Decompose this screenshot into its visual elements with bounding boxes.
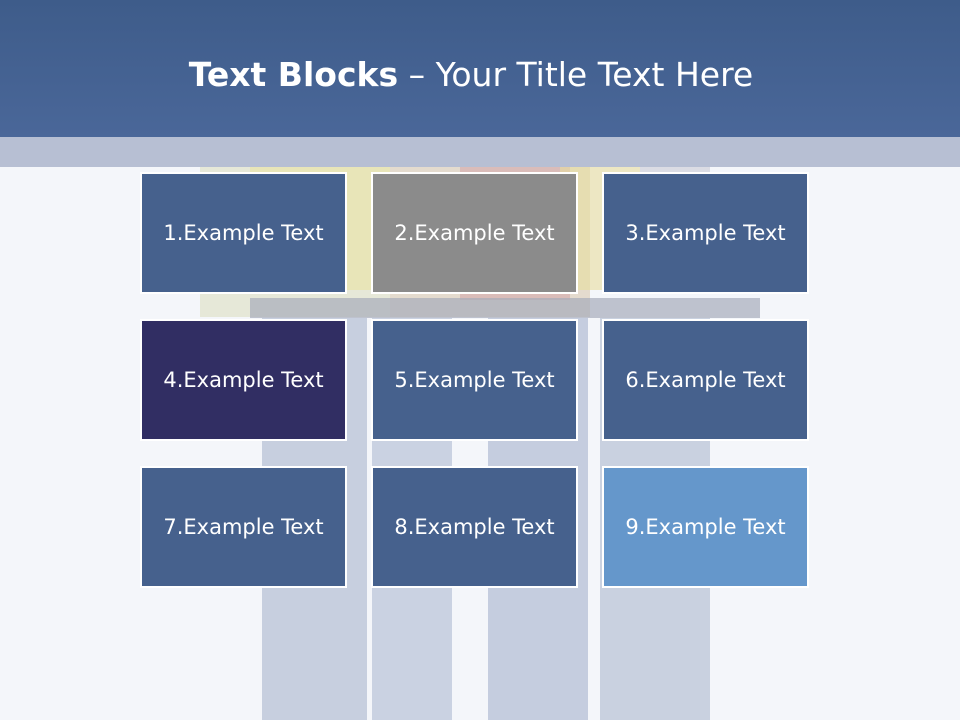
text-block-label: 1.Example Text: [163, 221, 324, 245]
text-block-9: 9.Example Text: [602, 466, 809, 588]
text-block-label: 7.Example Text: [163, 515, 324, 539]
text-block-label: 3.Example Text: [625, 221, 786, 245]
text-block-5: 5.Example Text: [371, 319, 578, 441]
text-block-1: 1.Example Text: [140, 172, 347, 294]
title-bar-strip: [0, 137, 960, 167]
text-block-label: 9.Example Text: [625, 515, 786, 539]
text-block-label: 4.Example Text: [163, 368, 324, 392]
text-block-6: 6.Example Text: [602, 319, 809, 441]
text-block-7: 7.Example Text: [140, 466, 347, 588]
text-block-label: 2.Example Text: [394, 221, 555, 245]
text-block-4: 4.Example Text: [140, 319, 347, 441]
text-block-3: 3.Example Text: [602, 172, 809, 294]
title-rest: Your Title Text Here: [435, 55, 754, 94]
text-block-2: 2.Example Text: [371, 172, 578, 294]
title-bold: Text Blocks: [188, 55, 399, 94]
title-dash: –: [398, 55, 436, 94]
slide-title: Text Blocks – Your Title Text Here: [0, 52, 942, 98]
text-block-8: 8.Example Text: [371, 466, 578, 588]
text-block-label: 6.Example Text: [625, 368, 786, 392]
text-block-label: 8.Example Text: [394, 515, 555, 539]
title-bar: [0, 0, 960, 137]
text-block-label: 5.Example Text: [394, 368, 555, 392]
